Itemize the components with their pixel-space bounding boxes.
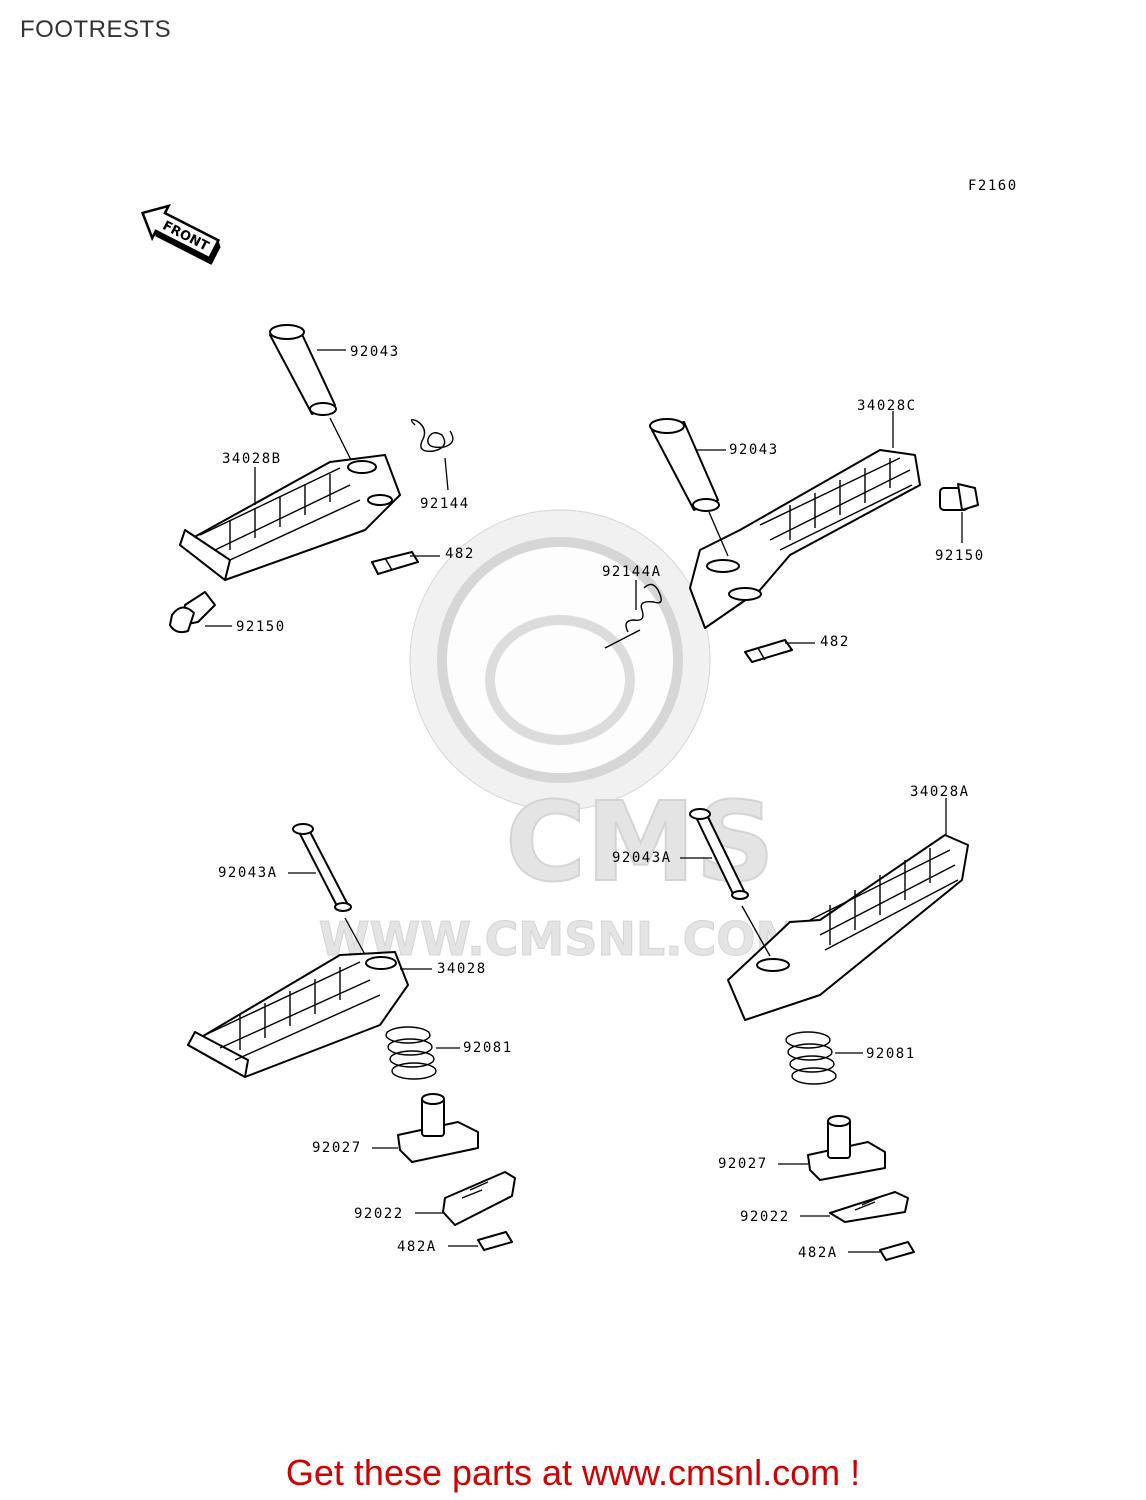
label-92150-right: 92150 [935,548,985,564]
spring-part [385,1026,437,1080]
label-92043: 92043 [350,344,400,360]
holder-part [397,1093,479,1163]
label-92150: 92150 [236,619,286,635]
label-92043-right: 92043 [729,442,779,458]
spring-part [785,1031,837,1085]
page-title: FOOTRESTS [20,16,172,43]
label-92043A: 92043A [218,865,278,881]
label-92022-right: 92022 [740,1209,790,1225]
label-482: 482 [445,546,475,562]
bolt-part [939,483,979,511]
footpeg-part [689,449,921,629]
watermark-logo: CMS WWW.CMSNL.COM [318,509,802,967]
label-92043A-right: 92043A [612,850,672,866]
label-92027: 92027 [312,1140,362,1156]
label-34028A: 34028A [910,784,970,800]
footer-link[interactable]: Get these parts at www.cmsnl.com ! [285,1452,861,1493]
label-34028B: 34028B [222,451,282,467]
label-482-right: 482 [820,634,850,650]
pin-part [689,808,749,900]
spring-part [410,418,454,452]
holder-part [807,1115,886,1181]
clip-part [477,1231,513,1251]
clip-part [744,639,793,663]
label-92144A: 92144A [602,564,662,580]
footpeg-part [727,834,969,1021]
plate-part [829,1191,909,1223]
label-92081-right: 92081 [866,1046,916,1062]
lower-right-assembly: 34028A 92043A 92081 92027 [612,784,970,1261]
bolt-part [169,591,216,634]
footpeg-part [187,951,409,1078]
plate-part [442,1171,516,1226]
watermark-url: WWW.CMSNL.COM [319,912,802,966]
footpeg-part [179,454,401,581]
upper-right-assembly: 34028C 92043 92150 92144A 482 [602,398,985,663]
label-92027-right: 92027 [718,1156,768,1172]
label-92144: 92144 [420,496,470,512]
label-34028: 34028 [437,961,487,977]
front-arrow-icon: FRONT [140,204,221,265]
lower-left-assembly: 92043A 34028 92081 92027 [187,823,516,1255]
spring-part [604,583,662,649]
clip-part [879,1241,915,1261]
pin-part [269,324,337,416]
label-482A: 482A [397,1239,437,1255]
clip-part [371,551,419,575]
figure-code: F2160 [968,178,1018,194]
label-482A-right: 482A [798,1245,838,1261]
pin-part [292,823,352,912]
label-92022: 92022 [354,1206,404,1222]
pin-part [649,418,720,512]
upper-left-assembly: 92043 34028B 92144 482 [169,324,475,635]
label-92081: 92081 [463,1040,513,1056]
label-34028C: 34028C [857,398,917,414]
